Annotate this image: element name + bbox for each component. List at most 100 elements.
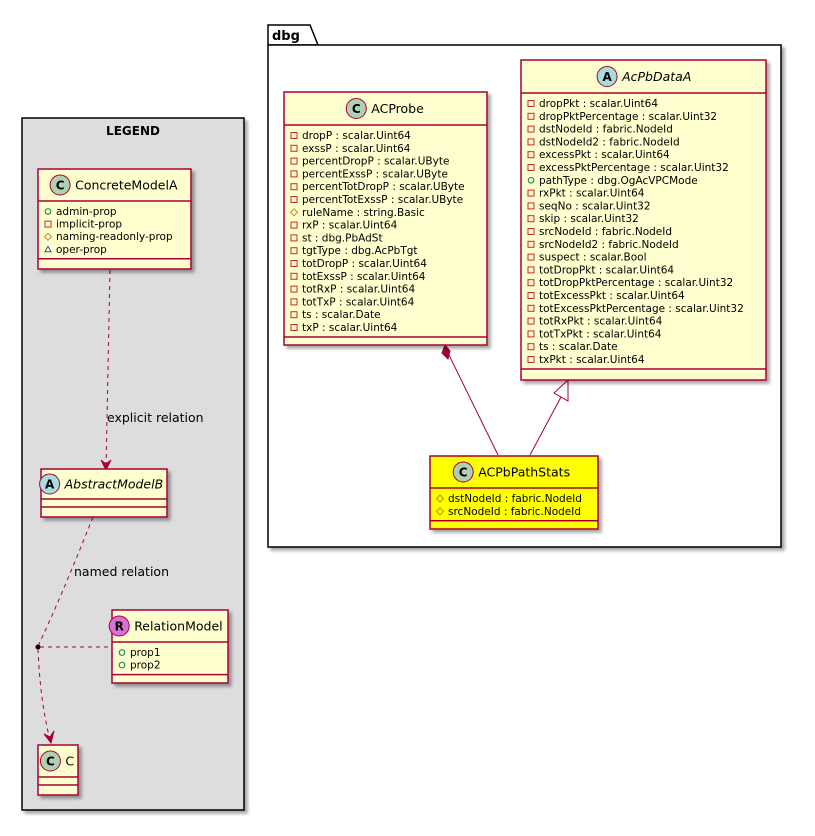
class-member: dstNodeId2 : fabric.NodeId xyxy=(539,136,680,148)
stereotype-a-icon xyxy=(596,66,618,87)
stereotype-letter: R xyxy=(115,620,124,634)
class-member: dstNodeId : fabric.NodeId xyxy=(539,124,673,136)
private-visibility-icon xyxy=(290,285,298,293)
class-member: skip : scalar.Uint32 xyxy=(539,213,639,225)
class-member: dropPktPercentage : scalar.Uint32 xyxy=(539,111,717,123)
composition-edge xyxy=(447,352,499,456)
stereotype-r-icon xyxy=(108,615,130,637)
stereotype-letter: C xyxy=(46,755,55,769)
private-visibility-icon xyxy=(527,317,535,325)
class-member: percentTotDropP : scalar.UByte xyxy=(302,181,465,193)
relations xyxy=(35,269,569,745)
public-visibility-icon xyxy=(118,661,126,669)
abstract-model-b-box xyxy=(40,468,168,518)
private-visibility-icon xyxy=(290,221,298,229)
class-member: ts : scalar.Date xyxy=(302,309,381,321)
class-member: totRxP : scalar.Uint64 xyxy=(302,284,415,296)
private-visibility-icon xyxy=(290,247,298,255)
class-member: exssP : scalar.Uint64 xyxy=(302,143,411,155)
class-member: txPkt : scalar.Uint64 xyxy=(539,354,645,366)
private-visibility-icon xyxy=(290,324,298,331)
class-member: totDropPktPercentage : scalar.Uint32 xyxy=(539,277,733,289)
private-visibility-icon xyxy=(527,266,535,274)
stereotype-letter: A xyxy=(602,70,612,84)
explicit-relation-edge xyxy=(105,269,111,469)
class-member: seqNo : scalar.Uint32 xyxy=(539,200,651,212)
class-member: implicit-prop xyxy=(56,219,122,231)
private-visibility-icon xyxy=(527,343,535,351)
private-visibility-icon xyxy=(527,330,535,338)
stereotype-letter: C xyxy=(352,102,361,116)
private-visibility-icon xyxy=(527,292,535,299)
class-member: ruleName : string.Basic xyxy=(302,207,425,219)
private-visibility-icon xyxy=(527,100,535,107)
named-relation-label: named relation xyxy=(74,564,169,579)
legend-title: LEGEND xyxy=(106,124,160,138)
public-visibility-icon xyxy=(44,208,52,215)
stereotype-letter: A xyxy=(45,478,55,492)
class-member: tgtType : dbg.AcPbTgt xyxy=(302,245,418,257)
private-visibility-icon xyxy=(290,260,298,267)
class-member: dropPkt : scalar.Uint64 xyxy=(539,98,658,110)
relation-labels: explicit relation named relation xyxy=(74,410,204,579)
class-member: prop1 xyxy=(130,647,161,659)
protected-visibility-icon xyxy=(289,208,299,217)
stereotype-letter: C xyxy=(56,179,65,193)
private-visibility-icon xyxy=(527,164,535,171)
protected-visibility-icon xyxy=(43,232,53,241)
private-visibility-icon xyxy=(527,240,535,248)
class-member: admin-prop xyxy=(56,206,117,218)
private-visibility-icon xyxy=(527,279,535,287)
private-visibility-icon xyxy=(290,132,298,139)
protected-visibility-icon xyxy=(435,507,445,516)
protected-visibility-icon xyxy=(435,494,445,503)
class-member: oper-prop xyxy=(56,244,107,256)
class-member: srcNodeId2 : fabric.NodeId xyxy=(539,239,679,251)
private-visibility-icon xyxy=(527,253,535,261)
class-member: totDropPkt : scalar.Uint64 xyxy=(539,264,674,276)
private-visibility-icon xyxy=(527,202,535,210)
stereotype-a-icon xyxy=(39,473,61,495)
private-visibility-icon xyxy=(290,157,298,165)
private-visibility-icon xyxy=(527,189,535,197)
class-member: pathType : dbg.OgAcVPCMode xyxy=(539,175,698,187)
private-visibility-icon xyxy=(527,125,535,133)
class-member: totDropP : scalar.Uint64 xyxy=(302,258,427,270)
c-class-box xyxy=(37,744,79,796)
class-member: dropP : scalar.Uint64 xyxy=(302,130,411,142)
class-member: totRxPkt : scalar.Uint64 xyxy=(539,316,663,328)
private-visibility-icon xyxy=(527,151,535,159)
relation-model-box xyxy=(111,609,229,684)
class-member: percentTotExssP : scalar.UByte xyxy=(302,194,463,206)
private-visibility-icon xyxy=(527,215,535,223)
private-visibility-icon xyxy=(527,138,535,146)
stereotype-c-icon xyxy=(49,174,71,196)
stereotype-c-icon xyxy=(345,98,367,119)
class-member: totTxPkt : scalar.Uint64 xyxy=(539,328,662,340)
class-member: percentDropP : scalar.UByte xyxy=(302,156,449,168)
class-member: naming-readonly-prop xyxy=(56,231,173,243)
class-name: C xyxy=(65,754,74,769)
explicit-relation-arrowhead xyxy=(100,459,112,472)
stereotype-c-icon xyxy=(452,461,474,483)
class-member: txP : scalar.Uint64 xyxy=(302,322,398,334)
private-visibility-icon xyxy=(290,170,298,178)
relation-junction-dot xyxy=(35,644,41,650)
private-visibility-icon xyxy=(527,304,535,312)
acpbdataa-class-box xyxy=(520,59,767,381)
class-member: totExcessPktPercentage : scalar.Uint32 xyxy=(539,303,744,315)
private-visibility-icon xyxy=(527,356,535,363)
named-relation-edge xyxy=(37,516,94,647)
private-visibility-icon xyxy=(290,144,298,152)
class-member: st : dbg.PbAdSt xyxy=(302,232,383,244)
package-visibility-icon xyxy=(44,245,52,253)
class-name: ACPbPathStats xyxy=(478,465,570,480)
